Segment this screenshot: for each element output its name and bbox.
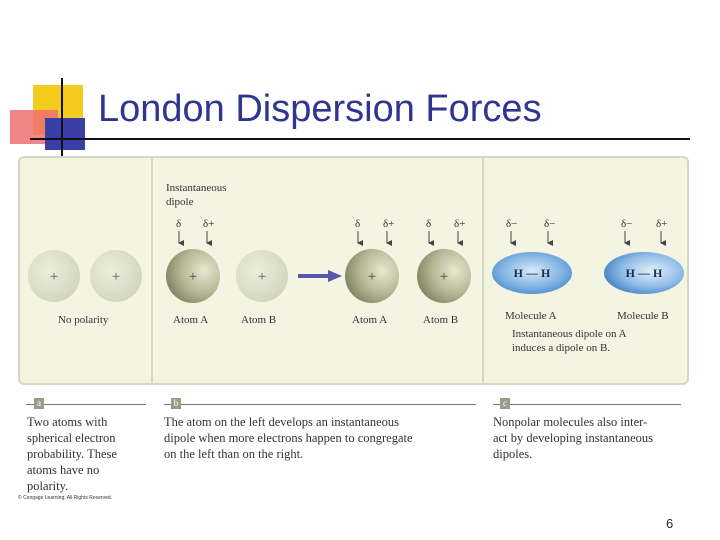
atom-charge: + (112, 269, 120, 285)
atom-circle (345, 249, 399, 303)
section-b-label: b (171, 398, 181, 409)
description-line: dipole when more electrons happen to con… (164, 431, 413, 445)
description-line: dipoles. (493, 447, 533, 461)
molecule-label: Molecule A (505, 310, 557, 322)
atom-charge: + (50, 269, 58, 285)
molecule-formula: H — H (626, 266, 663, 280)
induction-caption: Instantaneous dipole on A (512, 328, 627, 340)
molecule-formula: H — H (514, 266, 551, 280)
induction-caption: induces a dipole on B. (512, 342, 611, 354)
atom-charge: + (440, 269, 448, 285)
description-line: spherical electron (27, 431, 116, 445)
description-line: polarity. (27, 479, 69, 493)
copyright-notice: © Cengage Learning. All Rights Reserved. (18, 495, 113, 501)
induction-arrow (298, 270, 342, 282)
instantaneous-dipole-label: Instantaneous (166, 182, 227, 194)
molecule-label: Molecule B (617, 310, 669, 322)
panel-a-description: Two atoms with spherical electron probab… (27, 414, 147, 494)
molecule-b-shape (604, 252, 684, 294)
atom-circle (236, 250, 288, 302)
atom-label: Atom B (241, 314, 277, 326)
delta-symbol: δ− (621, 218, 632, 230)
atom-label: Atom B (423, 314, 459, 326)
page-number: 6 (666, 516, 674, 531)
delta-symbol: δ− (544, 218, 555, 230)
section-a-label: a (34, 398, 44, 409)
section-c-rule (493, 404, 681, 405)
description-line: Two atoms with (27, 415, 108, 429)
delta-symbol: δ+ (203, 218, 214, 230)
dispersion-diagram: + + + + + + δ δ+ δ δ+ δ δ+ H — H H — H δ… (28, 218, 684, 303)
delta-symbol: δ (426, 218, 431, 230)
molecule-a-shape (492, 252, 572, 294)
atom-label: Atom A (352, 314, 388, 326)
atom-label: Atom A (173, 314, 209, 326)
delta-pointer-arrows (178, 231, 463, 246)
atom-circle (28, 250, 80, 302)
description-line: probability. These (27, 447, 117, 461)
instantaneous-dipole-label: dipole (166, 196, 194, 208)
description-line: on the left than on the right. (164, 447, 304, 461)
description-line: act by developing instantaneous (493, 431, 654, 445)
title-underline (30, 138, 690, 140)
section-c-label: c (500, 398, 510, 409)
atom-circle (417, 249, 471, 303)
panel-b-description: The atom on the left develops an instant… (164, 414, 484, 462)
decor-blue-square (45, 118, 85, 150)
delta-symbol: δ− (506, 218, 517, 230)
no-polarity-caption: No polarity (58, 314, 109, 326)
delta-pointer-arrows (510, 231, 666, 246)
atom-circle (166, 249, 220, 303)
slide-title: London Dispersion Forces (98, 88, 542, 130)
delta-symbol: δ (355, 218, 360, 230)
panel-divider-ab (151, 158, 153, 384)
section-b-rule (164, 404, 476, 405)
description-line: atoms have no (27, 463, 100, 477)
delta-symbol: δ+ (383, 218, 394, 230)
atom-charge: + (258, 269, 266, 285)
section-a-rule (26, 404, 146, 405)
atom-charge: + (368, 269, 376, 285)
atom-circle (90, 250, 142, 302)
delta-symbol: δ (176, 218, 181, 230)
delta-symbol: δ+ (656, 218, 667, 230)
description-line: The atom on the left develops an instant… (164, 415, 400, 429)
delta-symbol: δ+ (454, 218, 465, 230)
panel-divider-bc (482, 158, 484, 384)
description-line: Nonpolar molecules also inter- (493, 415, 648, 429)
decor-vertical-line (61, 78, 63, 158)
atom-charge: + (189, 269, 197, 285)
panel-c-description: Nonpolar molecules also inter- act by de… (493, 414, 693, 462)
